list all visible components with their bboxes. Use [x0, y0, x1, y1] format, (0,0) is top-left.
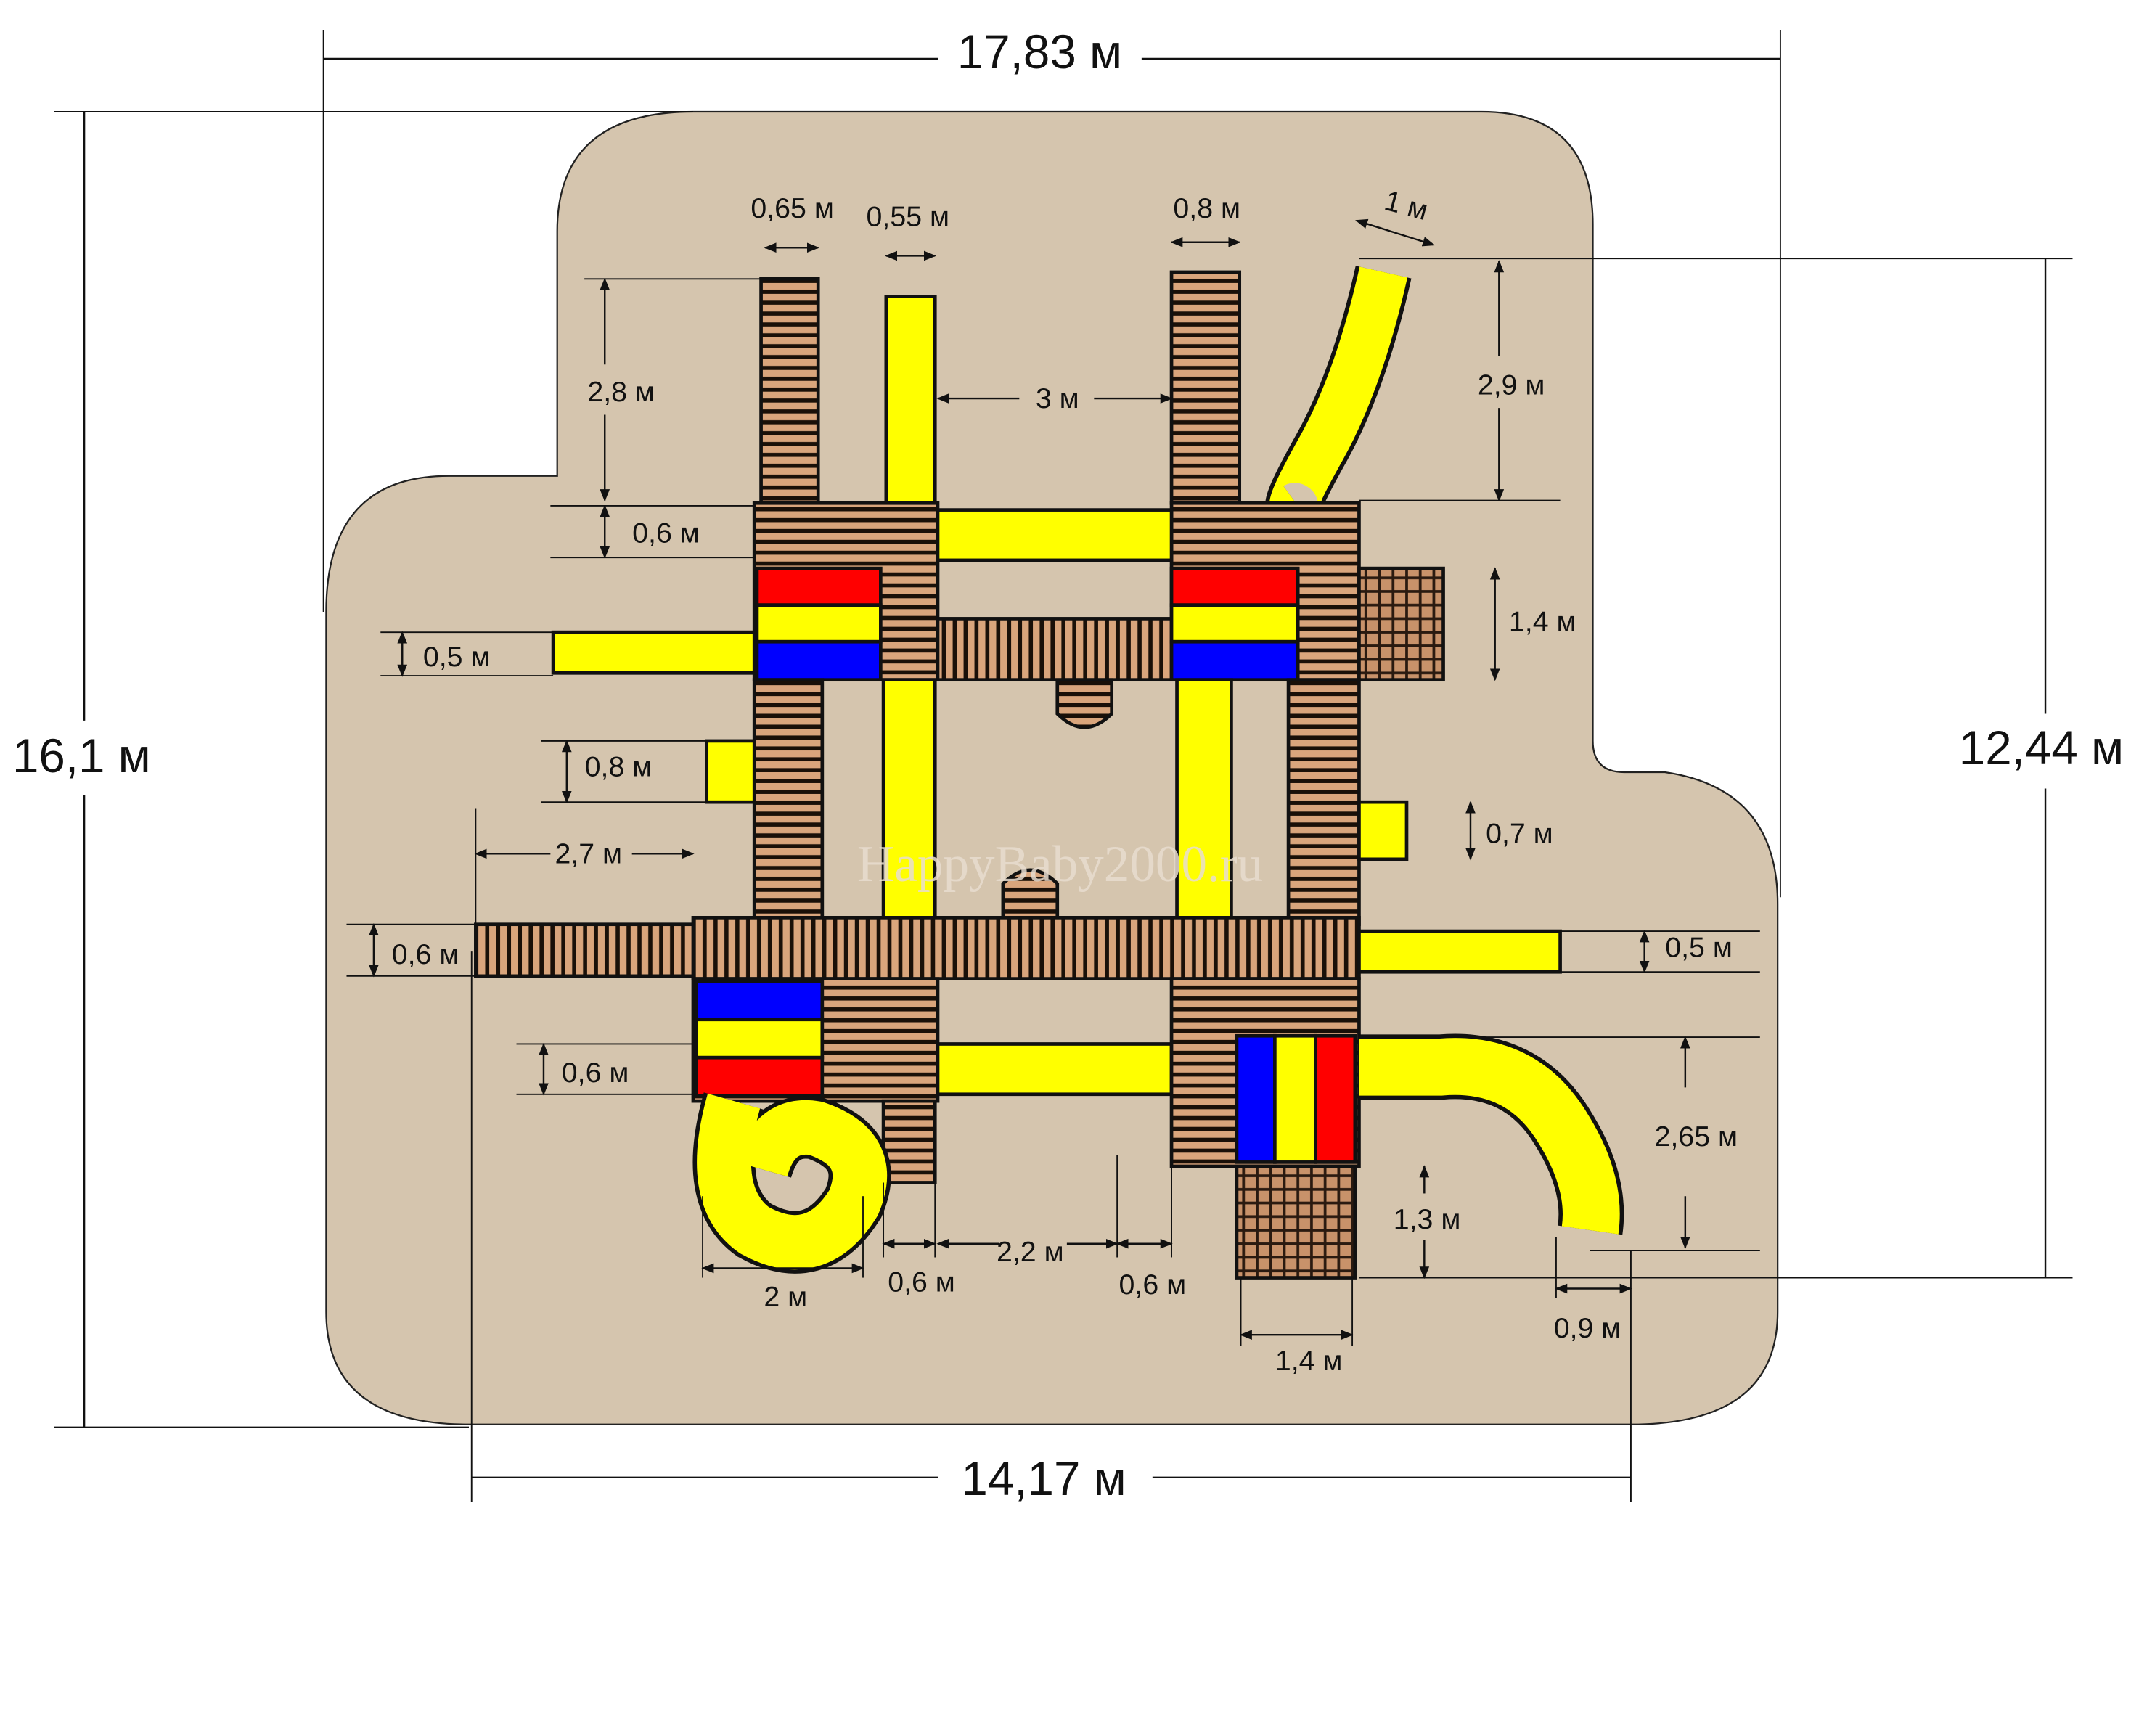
dim-slide-right-width: 0,5 м [1665, 932, 1733, 964]
dim-overall-width-bottom: 14,17 м [961, 1452, 1126, 1505]
bridge-bottom-yellow [936, 1042, 1174, 1097]
stairs-bottom [881, 1099, 937, 1184]
slide-top [884, 295, 937, 505]
dim-ladder-right-width: 0,8 м [1173, 192, 1240, 224]
dim-curved-slide-exit: 0,9 м [1554, 1312, 1621, 1344]
dim-bottom-left-offset: 0,6 м [562, 1057, 629, 1089]
tube-small-right [1357, 800, 1409, 861]
spiral-slide [692, 1092, 891, 1274]
dim-slide-top-width: 0,55 м [867, 200, 949, 232]
center-step [1055, 678, 1114, 729]
dim-bottom-gap: 2,2 м [997, 1236, 1064, 1268]
dim-tube-top-length: 2,9 м [1478, 369, 1545, 401]
dim-bridge-left-width: 0,6 м [392, 938, 459, 970]
slide-right [1357, 929, 1562, 974]
dim-overall-width-top: 17,83 м [957, 25, 1122, 78]
dim-ladder-left-length: 2,8 м [587, 376, 655, 408]
watermark: HappyBaby2000.ru [857, 836, 1263, 893]
tube-small-left [705, 739, 756, 804]
column-left-wood [752, 678, 825, 927]
dim-tube-small-right: 0,7 м [1486, 817, 1553, 849]
bridge-top-yellow [936, 508, 1174, 562]
dim-stairs-width: 0,6 м [888, 1266, 955, 1298]
slide-left [551, 630, 756, 675]
center-step-lower [1001, 868, 1060, 920]
ramp-bottom [1235, 1164, 1357, 1280]
dim-ramp-length: 1,3 м [1394, 1203, 1461, 1235]
overall-dimension-lines [54, 30, 2073, 1502]
panel-bottom-left [694, 980, 825, 1097]
dim-overall-height-left: 16,1 м [12, 729, 151, 782]
dim-bridge-left-length: 2,7 м [555, 838, 622, 869]
panel-top-left [755, 566, 883, 682]
bridge-middle-wood [936, 617, 1174, 682]
ladder-top-left [759, 277, 820, 505]
column-right-wood [1286, 678, 1361, 927]
ladder-top-right [1169, 270, 1242, 505]
ground-area [325, 110, 1779, 1425]
climbing-net [1357, 566, 1445, 682]
dim-tube-small-left: 0,8 м [585, 751, 653, 783]
dim-deck-offset-top: 0,6 м [632, 517, 700, 549]
dim-spiral-width: 2 м [764, 1281, 807, 1313]
bridge-left [474, 922, 695, 978]
bridge-lower-wood [691, 916, 1361, 980]
dim-ladder-left-width: 0,65 м [750, 192, 833, 224]
dim-bottom-right-offset: 0,6 м [1119, 1269, 1187, 1301]
dim-net-length: 1,4 м [1509, 605, 1576, 637]
dim-ramp-width: 1,4 м [1275, 1345, 1343, 1377]
dim-slide-left-width: 0,5 м [423, 641, 491, 673]
dim-top-gap: 3 м [1036, 382, 1079, 414]
panel-top-right [1169, 566, 1300, 682]
panel-bottom-right [1235, 1033, 1357, 1164]
curved-slide [1359, 1033, 1624, 1235]
dim-overall-height-right: 12,44 м [1959, 721, 2124, 774]
component-dimension-lines [346, 218, 1760, 1346]
dim-curved-slide-length: 2,65 м [1655, 1121, 1738, 1152]
